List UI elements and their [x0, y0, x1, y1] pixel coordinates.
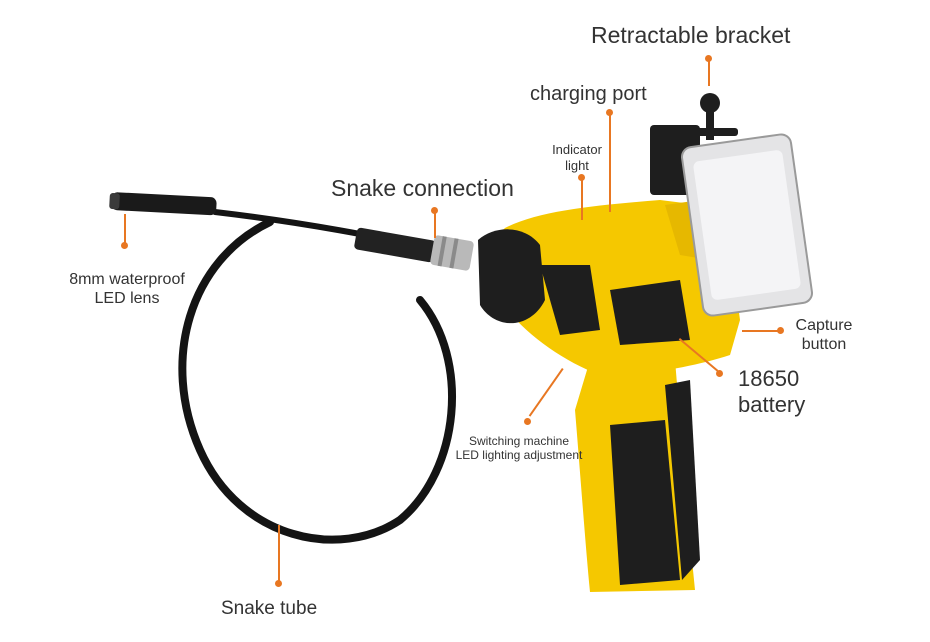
label-charging-port: charging port [530, 83, 647, 105]
label-battery-line2: battery [738, 392, 806, 418]
label-lens-line2: LED lens [94, 290, 160, 308]
label-capture-button-line2: button [801, 336, 847, 354]
leader-dot-retractable-bracket [705, 55, 712, 62]
leader-snake-connection [434, 210, 436, 238]
label-capture-button-line1: Capture [795, 317, 853, 334]
leader-dot-snake-tube [275, 580, 282, 587]
label-indicator-light: Indicator light [544, 142, 610, 173]
handle-grip [575, 360, 700, 592]
leader-lens [124, 214, 126, 244]
leader-capture-button [742, 330, 780, 332]
leader-dot-capture-button [777, 327, 784, 334]
label-switching-line1: Switching machine [468, 434, 570, 448]
probe-tip [109, 192, 217, 216]
leader-dot-lens [121, 242, 128, 249]
leader-dot-switching [524, 418, 531, 425]
label-battery: 18650 battery [738, 366, 805, 419]
snake-connector [354, 227, 474, 271]
leader-dot-battery [716, 370, 723, 377]
leader-dot-indicator-light [578, 174, 585, 181]
leader-retractable-bracket [708, 58, 710, 86]
leader-charging-port [609, 112, 611, 212]
leader-snake-tube [278, 525, 280, 583]
leader-dot-charging-port [606, 109, 613, 116]
leader-indicator-light [581, 176, 583, 220]
snake-tube-cable [178, 209, 456, 544]
label-snake-tube: Snake tube [221, 598, 318, 619]
phone-mount [650, 93, 814, 317]
label-lens-line1: 8mm waterproof [69, 271, 185, 288]
label-retractable-bracket: Retractable bracket [591, 22, 791, 48]
label-snake-connection: Snake connection [331, 175, 514, 201]
label-indicator-light-line2: light [565, 157, 589, 173]
label-switching-line2: LED lighting adjustment [455, 448, 583, 463]
label-capture-button: Capture button [784, 316, 864, 354]
label-indicator-light-line1: Indicator [552, 142, 602, 157]
leader-dot-snake-connection [431, 207, 438, 214]
label-battery-line1: 18650 [738, 366, 800, 391]
label-lens: 8mm waterproof LED lens [56, 270, 198, 308]
label-switching: Switching machine LED lighting adjustmen… [436, 434, 602, 463]
